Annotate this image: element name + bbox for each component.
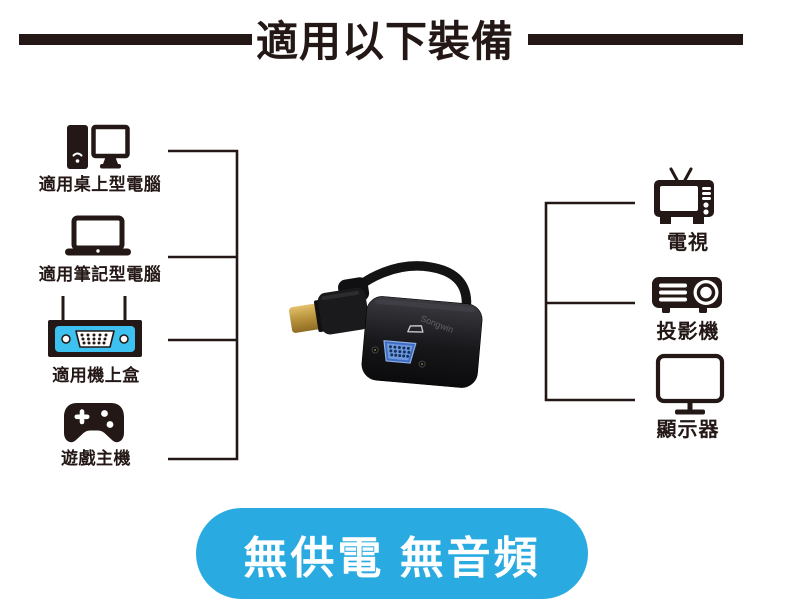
- vga-port-pins: [388, 345, 411, 358]
- game-console-icon: [64, 403, 124, 443]
- laptop-icon: [65, 215, 131, 256]
- page-title: 適用以下裝備: [255, 18, 514, 65]
- set-top-box-label: 適用機上盒: [52, 366, 140, 385]
- badge-text: 無供電 無音頻: [243, 533, 541, 583]
- laptop-label: 適用筆記型電腦: [38, 265, 162, 284]
- left-bracket-line: [168, 149, 239, 461]
- projector-label: 投影機: [656, 321, 720, 343]
- tv-label: 電視: [667, 232, 709, 254]
- title-rule-left: [19, 34, 252, 45]
- title-rule-right: [528, 34, 743, 45]
- vga-adapter-body: Songwin: [361, 296, 483, 388]
- monitor-icon: [655, 353, 725, 415]
- vga-symbol-icon: [407, 325, 424, 333]
- desktop-computer-icon: [67, 124, 130, 169]
- hdmi-to-vga-adapter-image: Songwin: [288, 261, 483, 388]
- monitor-label: 顯示器: [656, 419, 720, 441]
- right-bracket-line: [544, 201, 635, 402]
- projector-icon: [652, 277, 722, 313]
- no-power-no-audio-badge: 無供電 無音頻: [196, 508, 588, 599]
- game-console-label: 遊戲主機: [61, 449, 131, 468]
- set-top-box-icon: [48, 296, 142, 357]
- desktop-computer-label: 適用桌上型電腦: [38, 175, 162, 194]
- tv-icon: [654, 167, 714, 224]
- hdmi-connector: [288, 277, 370, 335]
